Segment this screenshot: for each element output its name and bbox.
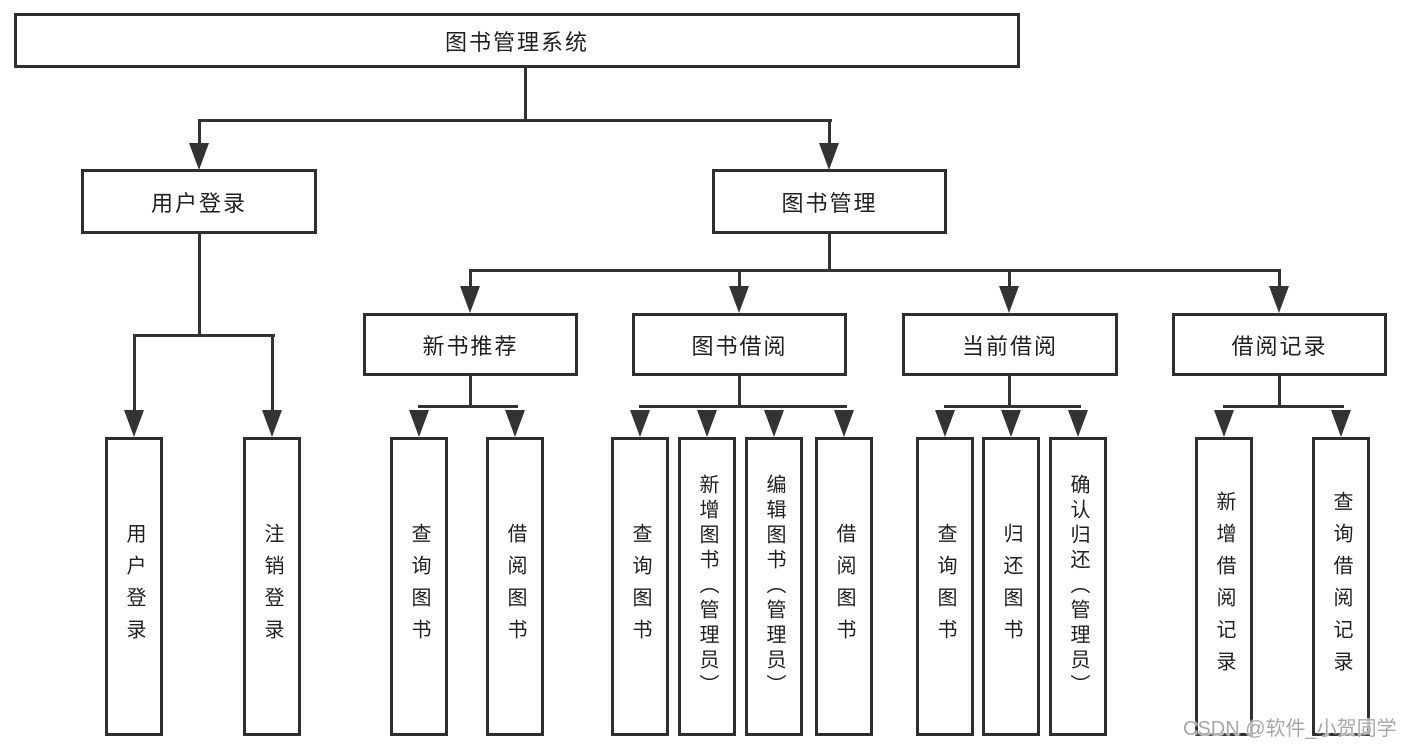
leaf-borrow-books-borrow-label: 借阅图书 (833, 522, 855, 651)
connector-user-login-stub (198, 121, 201, 144)
leaf-logout: 注销登录 (243, 437, 301, 736)
leaf-query-borrow-record-label: 查询借阅记录 (1330, 490, 1352, 683)
leaf-edit-book-admin: 编辑图书（管理员） (745, 437, 803, 736)
leaf-add-borrow-record: 新增借阅记录 (1195, 437, 1253, 736)
connector-book-vertical (828, 232, 831, 271)
leaf-return-book: 归还图书 (982, 437, 1040, 736)
arrow-down-icon (505, 410, 525, 437)
connector-root-vertical (524, 66, 527, 121)
arrow-down-icon (124, 410, 144, 437)
connector-group3-horizontal (944, 405, 1081, 408)
node-book-borrow-label: 图书借阅 (691, 333, 788, 359)
leaf-query-books-current: 查询图书 (916, 437, 974, 736)
node-borrow-records-label: 借阅记录 (1231, 333, 1328, 359)
node-new-book-recommend-label: 新书推荐 (422, 333, 519, 359)
connector-group1-horizontal (418, 405, 518, 408)
arrow-down-icon (729, 286, 749, 313)
leaf-borrow-books-recommend-label: 借阅图书 (504, 522, 526, 651)
node-borrow-records: 借阅记录 (1172, 313, 1387, 376)
node-user-login-label: 用户登录 (150, 190, 247, 216)
arrow-down-icon (262, 410, 282, 437)
connector-group-stub (1008, 271, 1011, 287)
connector-group1-vertical (469, 374, 472, 407)
connector-group2-horizontal (639, 405, 847, 408)
leaf-edit-book-admin-label: 编辑图书（管理员） (763, 474, 785, 699)
connector-user-vertical (198, 232, 201, 336)
leaf-confirm-return-admin-label: 确认归还（管理员） (1067, 474, 1089, 699)
node-book-borrow: 图书借阅 (632, 313, 847, 376)
watermark: CSDN @软件_小贺同学 (1183, 718, 1397, 740)
connector-group3-vertical (1008, 374, 1011, 407)
node-library-system: 图书管理系统 (14, 13, 1020, 68)
node-user-login: 用户登录 (81, 169, 317, 234)
arrow-down-icon (409, 410, 429, 437)
connector-leaf-stub (133, 336, 136, 411)
leaf-query-books-recommend-label: 查询图书 (408, 522, 430, 651)
connector-group4-vertical (1278, 374, 1281, 407)
arrow-down-icon (1331, 410, 1351, 437)
node-current-borrow: 当前借阅 (902, 313, 1118, 376)
leaf-borrow-books-recommend: 借阅图书 (486, 437, 544, 736)
arrow-down-icon (1214, 410, 1234, 437)
arrow-down-icon (460, 286, 480, 313)
leaf-query-books-borrow: 查询图书 (611, 437, 669, 736)
arrow-down-icon (697, 410, 717, 437)
leaf-query-books-recommend: 查询图书 (390, 437, 448, 736)
connector-level3-horizontal (469, 269, 1281, 272)
connector-group4-horizontal (1223, 405, 1344, 408)
leaf-query-books-borrow-label: 查询图书 (629, 522, 651, 651)
leaf-user-login-label: 用户登录 (123, 522, 145, 651)
connector-leaf-stub (271, 336, 274, 411)
connector-level2-horizontal (198, 119, 832, 122)
leaf-query-books-current-label: 查询图书 (934, 522, 956, 651)
arrow-down-icon (935, 410, 955, 437)
leaf-confirm-return-admin: 确认归还（管理员） (1049, 437, 1107, 736)
leaf-logout-label: 注销登录 (261, 522, 283, 651)
leaf-borrow-books-borrow: 借阅图书 (815, 437, 873, 736)
node-book-management: 图书管理 (712, 169, 947, 234)
arrow-down-icon (1001, 410, 1021, 437)
connector-group-stub (738, 271, 741, 287)
node-current-borrow-label: 当前借阅 (961, 333, 1058, 359)
arrow-down-icon (819, 143, 839, 170)
arrow-down-icon (834, 410, 854, 437)
connector-book-mgmt-stub (828, 121, 831, 144)
arrow-down-icon (999, 286, 1019, 313)
leaf-add-book-admin: 新增图书（管理员） (678, 437, 736, 736)
node-book-management-label: 图书管理 (781, 190, 878, 216)
leaf-query-borrow-record: 查询借阅记录 (1312, 437, 1370, 736)
connector-group-stub (1278, 271, 1281, 287)
node-library-system-label: 图书管理系统 (444, 29, 589, 55)
leaf-return-book-label: 归还图书 (1000, 522, 1022, 651)
node-new-book-recommend: 新书推荐 (363, 313, 578, 376)
connector-group2-vertical (738, 374, 741, 407)
leaf-user-login: 用户登录 (105, 437, 163, 736)
arrow-down-icon (189, 143, 209, 170)
arrow-down-icon (1068, 410, 1088, 437)
arrow-down-icon (1269, 286, 1289, 313)
connector-user-horizontal (133, 334, 275, 337)
leaf-add-borrow-record-label: 新增借阅记录 (1213, 490, 1235, 683)
arrow-down-icon (764, 410, 784, 437)
arrow-down-icon (630, 410, 650, 437)
leaf-add-book-admin-label: 新增图书（管理员） (696, 474, 718, 699)
connector-group-stub (469, 271, 472, 287)
